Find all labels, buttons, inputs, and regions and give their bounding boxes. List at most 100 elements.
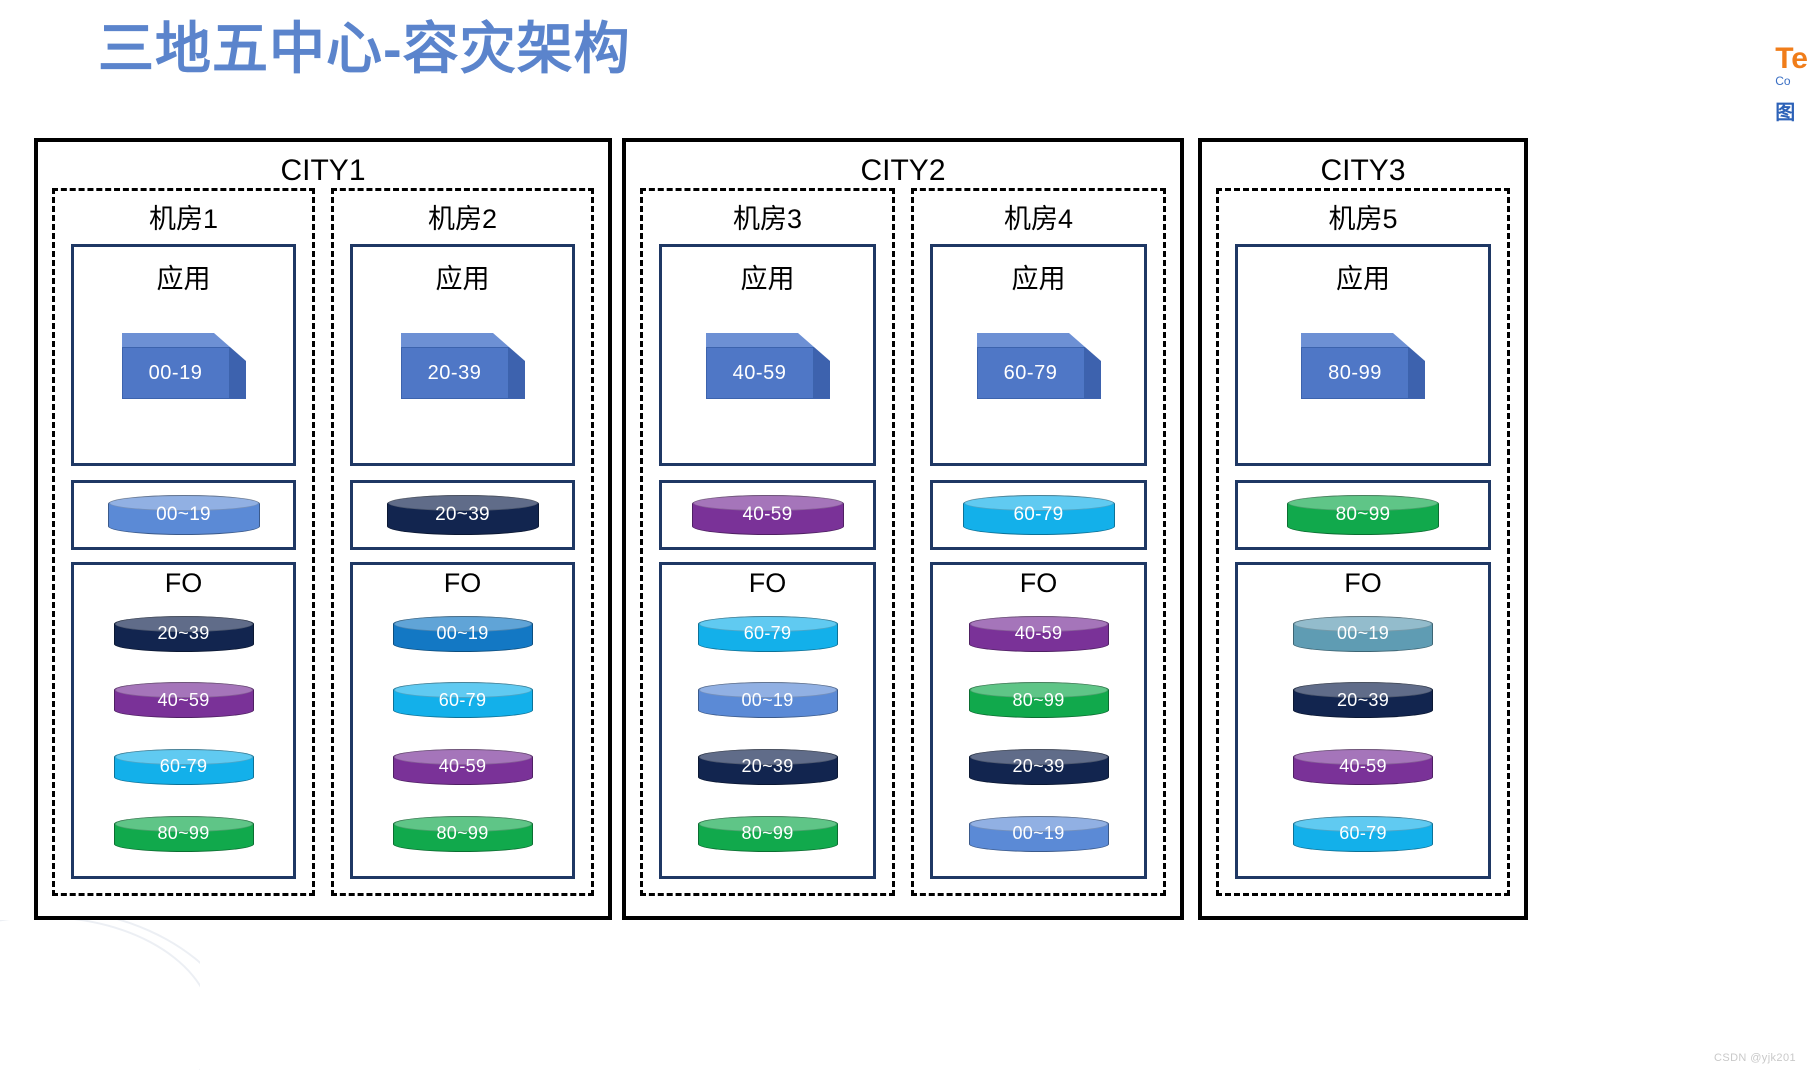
primary-db-box: 20~39 bbox=[350, 480, 575, 550]
db-cylinder: 60-79 bbox=[392, 682, 533, 719]
db-cylinder: 00~19 bbox=[697, 682, 838, 719]
db-cylinder-label: 00~19 bbox=[156, 504, 211, 525]
server-cube-icon: 80-99 bbox=[1301, 333, 1425, 399]
city-label: CITY3 bbox=[1320, 154, 1406, 187]
db-cylinder: 20~39 bbox=[113, 615, 254, 652]
db-cylinder-label: 60-79 bbox=[1339, 823, 1387, 844]
server-cube-label: 20-39 bbox=[400, 347, 509, 399]
db-cylinder: 80~99 bbox=[113, 815, 254, 852]
primary-db-box: 80~99 bbox=[1235, 480, 1491, 550]
db-cylinder: 60-79 bbox=[113, 748, 254, 785]
server-cube-icon: 00-19 bbox=[121, 333, 246, 399]
failover-box: FO 60-79 00~19 20~39 80~99 bbox=[659, 562, 876, 879]
db-cylinder: 80~99 bbox=[697, 815, 838, 852]
db-cylinder: 80~99 bbox=[968, 682, 1109, 719]
failover-box: FO 00~19 20~39 40-59 60-79 bbox=[1235, 562, 1491, 879]
db-cylinder: 00~19 bbox=[392, 615, 533, 652]
db-cylinder: 60-79 bbox=[962, 495, 1115, 535]
page-title: 三地五中心-容灾架构 bbox=[98, 17, 631, 80]
server-cube-icon: 40-59 bbox=[705, 333, 830, 399]
server-cube-label: 60-79 bbox=[976, 347, 1085, 399]
failover-list: 60-79 00~19 20~39 80~99 bbox=[672, 601, 863, 866]
decorative-swoosh bbox=[0, 920, 200, 1070]
db-cylinder-label: 80~99 bbox=[436, 823, 489, 844]
db-cylinder-label: 00~19 bbox=[1012, 823, 1065, 844]
db-cylinder-label: 20~39 bbox=[435, 504, 490, 525]
db-cylinder-label: 20~39 bbox=[1012, 756, 1065, 777]
primary-db-box: 60-79 bbox=[930, 480, 1147, 550]
db-cylinder-label: 40-59 bbox=[438, 756, 487, 777]
failover-list: 40-59 80~99 20~39 00~19 bbox=[943, 601, 1134, 866]
city-label: CITY2 bbox=[860, 154, 946, 187]
app-label: 应用 bbox=[1336, 264, 1390, 294]
db-cylinder-label: 80~99 bbox=[1335, 504, 1391, 525]
app-box: 应用 80-99 bbox=[1235, 244, 1491, 466]
app-label: 应用 bbox=[435, 264, 490, 294]
db-cylinder-label: 80~99 bbox=[741, 823, 794, 844]
db-cylinder-label: 80~99 bbox=[157, 823, 210, 844]
brand-logo: Te Co 图 bbox=[1775, 44, 1808, 125]
db-cylinder-label: 00~19 bbox=[741, 689, 794, 710]
failover-label: FO bbox=[1344, 568, 1382, 598]
db-cylinder-label: 80~99 bbox=[1012, 689, 1065, 710]
db-cylinder: 80~99 bbox=[392, 815, 533, 852]
db-cylinder: 80~99 bbox=[1287, 495, 1439, 535]
failover-list: 00~19 20~39 40-59 60-79 bbox=[1248, 601, 1478, 866]
db-cylinder: 20~39 bbox=[1293, 682, 1433, 719]
failover-list: 20~39 40~59 60-79 80~99 bbox=[84, 601, 283, 866]
room-label: 机房1 bbox=[148, 204, 219, 234]
failover-label: FO bbox=[748, 568, 787, 598]
failover-box: FO 40-59 80~99 20~39 00~19 bbox=[930, 562, 1147, 879]
db-cylinder: 20~39 bbox=[386, 495, 539, 535]
room-label: 机房5 bbox=[1328, 204, 1398, 234]
db-cylinder: 20~39 bbox=[697, 748, 838, 785]
db-cylinder-label: 00~19 bbox=[436, 623, 489, 644]
db-cylinder: 40-59 bbox=[1293, 748, 1433, 785]
db-cylinder-label: 20~39 bbox=[1336, 689, 1390, 710]
db-cylinder: 20~39 bbox=[968, 748, 1109, 785]
room-label: 机房3 bbox=[732, 204, 803, 234]
server-cube-icon: 60-79 bbox=[976, 333, 1101, 399]
failover-box: FO 20~39 40~59 60-79 80~99 bbox=[71, 562, 296, 879]
db-cylinder: 00~19 bbox=[1293, 615, 1433, 652]
city-label: CITY1 bbox=[280, 154, 366, 187]
db-cylinder-label: 60-79 bbox=[743, 623, 792, 644]
db-cylinder-label: 40~59 bbox=[157, 689, 210, 710]
db-cylinder: 00~19 bbox=[968, 815, 1109, 852]
failover-label: FO bbox=[1019, 568, 1058, 598]
db-cylinder-label: 20~39 bbox=[157, 623, 210, 644]
failover-label: FO bbox=[164, 568, 203, 598]
room-label: 机房2 bbox=[427, 204, 498, 234]
server-cube-icon: 20-39 bbox=[400, 333, 525, 399]
db-cylinder-label: 60-79 bbox=[1013, 504, 1064, 525]
logo-top-text: Te bbox=[1775, 42, 1808, 75]
server-cube-label: 00-19 bbox=[121, 347, 230, 399]
primary-db-box: 00~19 bbox=[71, 480, 296, 550]
db-cylinder-label: 60-79 bbox=[438, 689, 487, 710]
db-cylinder-label: 40-59 bbox=[742, 504, 793, 525]
logo-cn-text: 图 bbox=[1775, 101, 1796, 124]
logo-sub-text: Co bbox=[1775, 74, 1791, 88]
db-cylinder-label: 20~39 bbox=[741, 756, 794, 777]
db-cylinder: 60-79 bbox=[697, 615, 838, 652]
room-label: 机房4 bbox=[1003, 204, 1074, 234]
db-cylinder-label: 40-59 bbox=[1014, 623, 1063, 644]
db-cylinder: 00~19 bbox=[107, 495, 260, 535]
db-cylinder-label: 00~19 bbox=[1336, 623, 1390, 644]
db-cylinder: 40-59 bbox=[968, 615, 1109, 652]
db-cylinder: 40~59 bbox=[113, 682, 254, 719]
